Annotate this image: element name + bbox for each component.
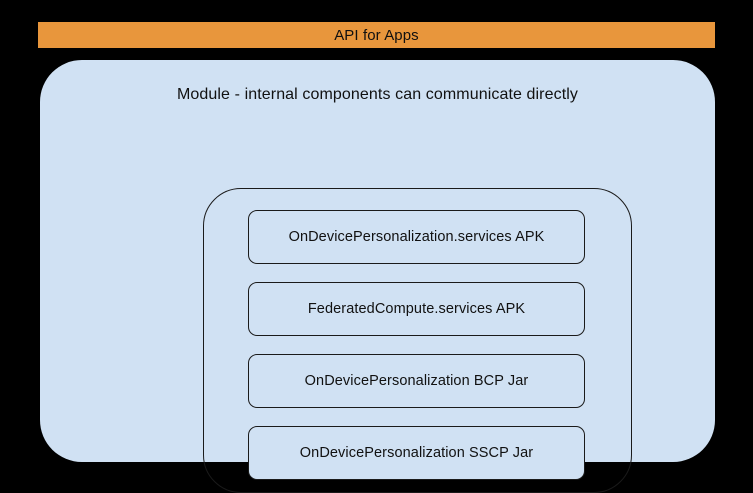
component-box-federatedcompute-services-apk: FederatedCompute.services APK: [248, 282, 585, 336]
module-title: Module - internal components can communi…: [176, 86, 579, 103]
diagram-canvas: API for Apps Module - internal component…: [38, 22, 715, 493]
component-label: OnDevicePersonalization SSCP Jar: [299, 444, 534, 461]
component-box-ondevicepersonalization-services-apk: OnDevicePersonalization.services APK: [248, 210, 585, 264]
component-label: OnDevicePersonalization BCP Jar: [304, 372, 529, 389]
component-list: OnDevicePersonalization.services APK Fed…: [248, 210, 585, 480]
api-for-apps-banner-label: API for Apps: [334, 26, 419, 44]
component-box-ondevicepersonalization-sscp-jar: OnDevicePersonalization SSCP Jar: [248, 426, 585, 480]
module-container: Module - internal components can communi…: [40, 60, 715, 493]
api-for-apps-banner: API for Apps: [38, 22, 715, 48]
component-label: FederatedCompute.services APK: [307, 300, 526, 317]
component-label: OnDevicePersonalization.services APK: [288, 228, 545, 245]
component-box-ondevicepersonalization-bcp-jar: OnDevicePersonalization BCP Jar: [248, 354, 585, 408]
